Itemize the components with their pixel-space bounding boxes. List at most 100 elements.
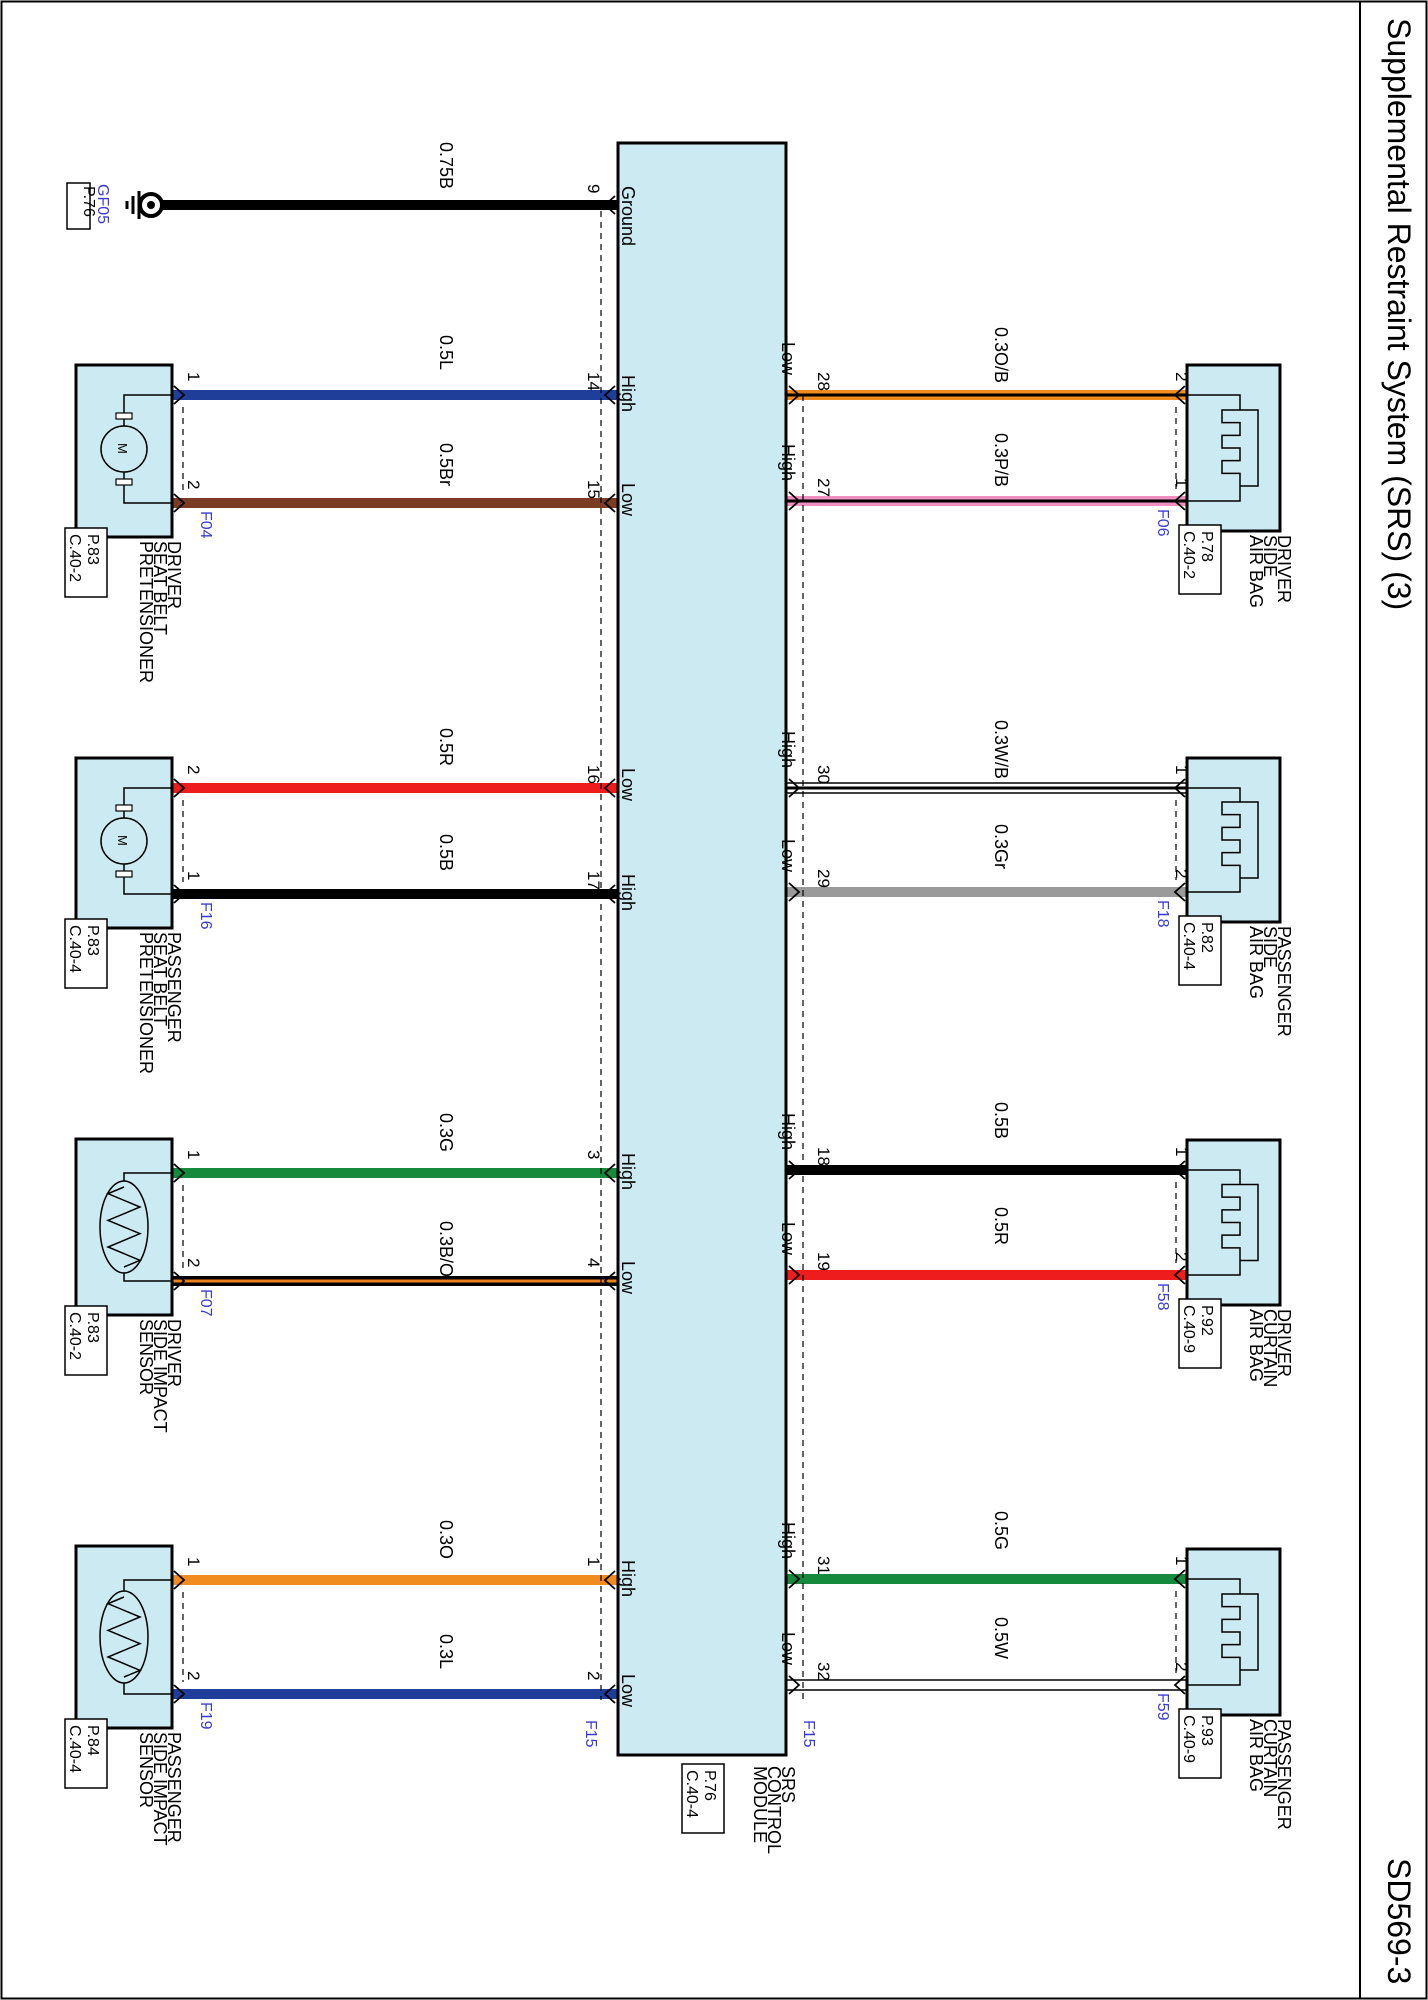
pin-terminal-icon <box>173 1684 186 1704</box>
motor-letter: M <box>115 443 130 454</box>
device-connector-code: F04 <box>197 511 214 539</box>
page-title: Supplemental Restraint System (SRS) (3) <box>1381 18 1417 610</box>
pin-terminal-icon <box>788 1675 801 1695</box>
device-ref-box[interactable]: P.93C.40-9 <box>1178 1708 1222 1779</box>
device-ref-page: P.92 <box>1198 1305 1215 1336</box>
device-ref-box[interactable]: P.82C.40-4 <box>1178 915 1222 986</box>
wire-label: 0.5Br <box>436 443 456 486</box>
pin-terminal-icon <box>173 1163 186 1183</box>
wire-label: 0.3W/B <box>991 720 1011 779</box>
module-ref-box[interactable]: P.76C.40-4 <box>681 1763 725 1834</box>
airbag-box[interactable] <box>1185 756 1282 924</box>
device-ref-conn: C.40-4 <box>66 1725 83 1773</box>
wire-label: 0.5R <box>991 1207 1011 1245</box>
ground-ref-box[interactable]: P.76 <box>66 182 97 230</box>
airbag-box[interactable] <box>1185 363 1282 533</box>
pin-terminal-icon <box>173 1271 186 1291</box>
module-pin-number: 17 <box>584 871 603 890</box>
airbag-squib-icon <box>1187 1578 1259 1686</box>
module-ref-page: P.76 <box>701 1770 718 1801</box>
device-ref-box[interactable]: P.84C.40-4 <box>64 1718 108 1789</box>
device-pin-number: 1 <box>184 372 203 381</box>
device-pin-number: 1 <box>184 1557 203 1566</box>
impact-sensor-box[interactable] <box>74 1137 174 1317</box>
pin-terminal-icon <box>603 493 616 513</box>
wire-label: 0.3Gr <box>991 824 1011 869</box>
device-ref-box[interactable]: P.92C.40-9 <box>1178 1298 1222 1369</box>
airbag-squib-icon <box>1187 1169 1259 1276</box>
module-pin-number: 15 <box>584 480 603 499</box>
module-pin-number: 32 <box>814 1662 833 1681</box>
wire-label: 0.5W <box>991 1617 1011 1659</box>
module-pin-number: 14 <box>584 372 603 391</box>
module-pin-label: Low <box>778 1222 798 1256</box>
wire-label: 0.5G <box>991 1511 1011 1550</box>
device-ref-box[interactable]: P.78C.40-2 <box>1178 524 1222 595</box>
pin-terminal-icon <box>788 491 801 511</box>
device-name-line: AIR BAG <box>1246 1719 1266 1792</box>
device-ref-conn: C.40-4 <box>66 925 83 973</box>
wire-label: 0.5B <box>436 834 456 871</box>
module-pin-number: 4 <box>584 1258 603 1267</box>
module-pin-number: 28 <box>814 372 833 391</box>
device-pin-number: 2 <box>184 480 203 489</box>
device-pin-number: 1 <box>1172 478 1191 487</box>
module-pin-number: 31 <box>814 1556 833 1575</box>
pretensioner-box[interactable]: M <box>74 756 174 930</box>
device-name-line: AIR BAG <box>1246 1309 1266 1382</box>
sensor-icon <box>99 1172 172 1282</box>
module-pin-label: Low <box>618 483 638 517</box>
device-ref-box[interactable]: P.83C.40-2 <box>64 1305 108 1376</box>
device-pin-number: 2 <box>1172 1252 1191 1261</box>
airbag-box[interactable] <box>1185 1138 1282 1307</box>
device-name-line: PASSENGER <box>164 932 184 1043</box>
module-pin-label: High <box>618 1560 638 1597</box>
device-name-line: PRETENSIONER <box>136 932 156 1074</box>
device-name-line: CURTAIN <box>1260 1719 1280 1797</box>
device-ref-page: P.93 <box>1198 1715 1215 1746</box>
device-ref-box[interactable]: P.83C.40-4 <box>64 918 108 989</box>
pin-terminal-icon <box>788 385 801 405</box>
ground-code: GF05 <box>94 184 111 224</box>
wire-label: 0.5R <box>436 728 456 766</box>
airbag-box[interactable] <box>1185 1547 1282 1717</box>
srs-module-box[interactable] <box>616 141 788 1757</box>
device-pin-number: 1 <box>1172 1556 1191 1565</box>
device-ref-conn: C.40-2 <box>1180 531 1197 579</box>
pin-terminal-icon <box>788 778 801 798</box>
device-ref-page: P.83 <box>84 925 101 956</box>
pin-terminal-icon <box>603 385 616 405</box>
impact-sensor-box[interactable] <box>74 1544 174 1730</box>
module-pin-number: 16 <box>584 765 603 784</box>
pin-terminal-icon <box>603 1271 616 1291</box>
pin-terminal-icon <box>603 778 616 798</box>
device-name-line: SEAT BELT <box>150 932 170 1026</box>
pretensioner-box[interactable]: M <box>74 363 174 539</box>
module-pin-label: Low <box>778 839 798 873</box>
wire-label: 0.3G <box>436 1113 456 1152</box>
pin-terminal-icon <box>1173 385 1186 405</box>
device-pin-number: 2 <box>184 1671 203 1680</box>
device-ref-conn: C.40-2 <box>66 1312 83 1360</box>
module-pin-label: High <box>618 874 638 911</box>
pin-terminal-icon <box>788 1569 801 1589</box>
device-pin-number: 2 <box>1172 869 1191 878</box>
device-name-line: PASSENGER <box>164 1732 184 1843</box>
module-pin-number: 27 <box>814 478 833 497</box>
module-pin-number: 1 <box>584 1557 603 1566</box>
module-pin-label: High <box>778 1113 798 1150</box>
device-ref-box[interactable]: P.83C.40-2 <box>64 527 108 598</box>
pin-terminal-icon <box>788 1265 801 1285</box>
pin-terminal-icon <box>1173 882 1186 902</box>
wire-label: 0.5L <box>436 335 456 370</box>
srs-control-module[interactable] <box>616 141 788 1757</box>
right-device-4: 31High10.5G32Low20.5WF59PASSENGERCURTAIN… <box>778 1511 1294 1830</box>
device-connector-code: F06 <box>1154 509 1171 537</box>
module-pin-label: Low <box>778 342 798 376</box>
device-name-line: SIDE IMPACT <box>150 1319 170 1433</box>
wire-label: 0.3O <box>436 1520 456 1559</box>
device-pin-number: 2 <box>1172 372 1191 381</box>
